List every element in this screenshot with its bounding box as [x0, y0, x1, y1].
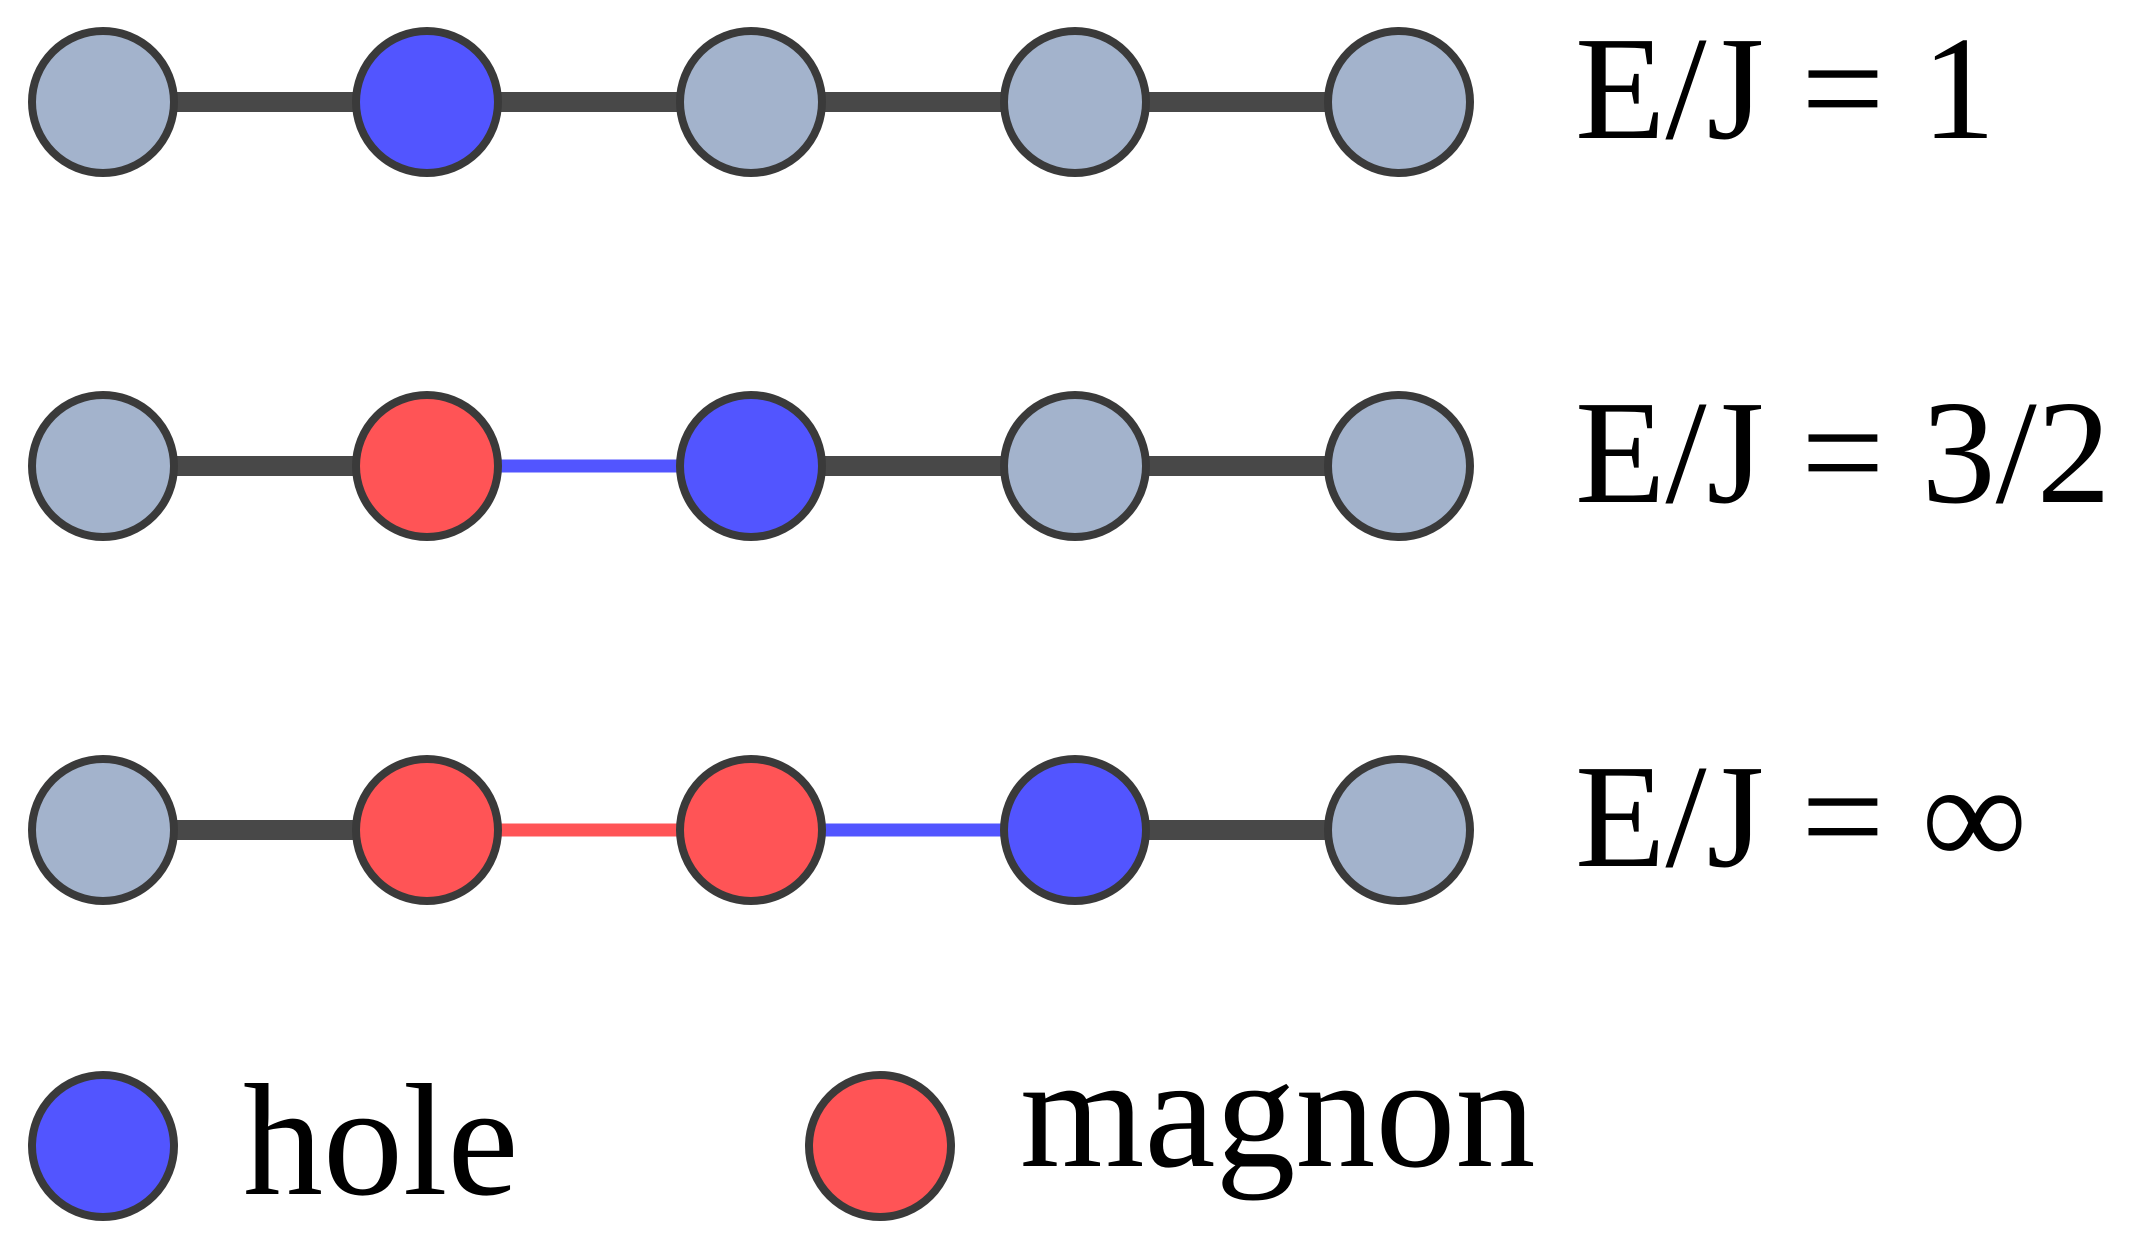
legend-magnon-marker [805, 1071, 955, 1221]
chain-1-sites [28, 27, 1474, 177]
chain-3-site-5-site [1324, 755, 1474, 905]
chain-row-2: E/J = 3/2 [28, 371, 2111, 541]
legend-magnon-label: magnon [1020, 1023, 1535, 1201]
legend-hole-label: hole [243, 1051, 518, 1229]
chain-3-site-1-site [28, 755, 178, 905]
chain-3-site-2-magnon [352, 755, 502, 905]
chain-2-site-3-hole [676, 391, 826, 541]
chain-3-site-4-hole [1000, 755, 1150, 905]
chain-1-site-3-site [676, 27, 826, 177]
chain-1-site-5-site [1324, 27, 1474, 177]
chain-3-energy-label: E/J = ∞ [1575, 735, 2027, 899]
legend-item-magnon: magnon [805, 1023, 1535, 1221]
chain-row-1: E/J = 1 [28, 7, 1996, 177]
chain-1-site-2-hole [352, 27, 502, 177]
chain-1-energy-label: E/J = 1 [1575, 7, 1996, 171]
chain-2-sites [28, 391, 1474, 541]
chain-1-site-1-site [28, 27, 178, 177]
chain-row-3: E/J = ∞ [28, 735, 2027, 905]
chain-2-energy-label: E/J = 3/2 [1575, 371, 2111, 535]
chain-2-site-1-site [28, 391, 178, 541]
chain-2-site-2-magnon [352, 391, 502, 541]
legend-item-hole: hole [28, 1051, 518, 1229]
legend-hole-marker [28, 1071, 178, 1221]
chain-2-site-5-site [1324, 391, 1474, 541]
chain-1-site-4-site [1000, 27, 1150, 177]
legend: hole magnon [28, 1023, 1535, 1229]
chain-2-site-4-site [1000, 391, 1150, 541]
chain-3-site-3-magnon [676, 755, 826, 905]
chain-3-sites [28, 755, 1474, 905]
